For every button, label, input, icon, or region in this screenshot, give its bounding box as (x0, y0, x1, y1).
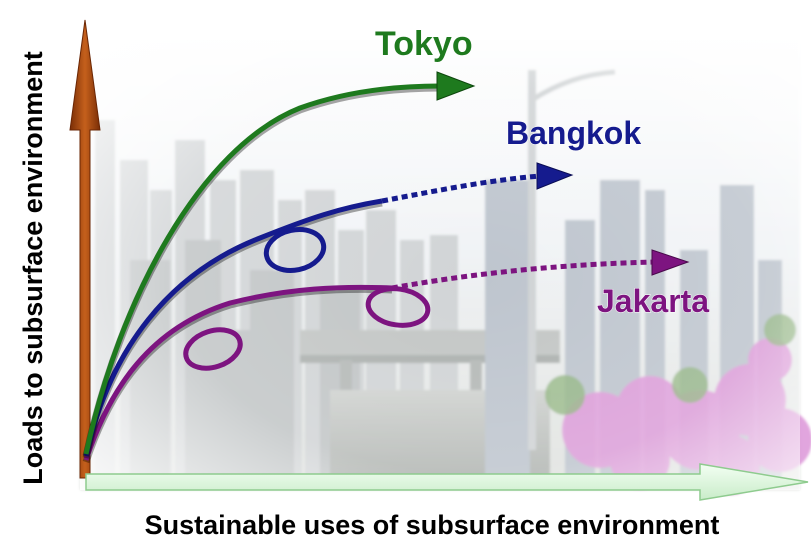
x-axis-label: Sustainable uses of subsurface environme… (145, 510, 720, 540)
tokyo-trajectory (82, 71, 476, 457)
bangkok-label: Bangkok (506, 115, 641, 151)
y-axis-label: Loads to subsurface environment (18, 51, 48, 485)
jakarta-trajectory (82, 249, 690, 464)
bangkok-curve-solid (83, 198, 383, 457)
y-axis-arrow (69, 19, 101, 479)
bangkok-curve-dashed (381, 173, 541, 204)
jakarta-label: Jakarta (597, 283, 709, 319)
jakarta-arrowhead (651, 249, 690, 276)
bangkok-loop (263, 227, 327, 273)
tokyo-arrowhead (436, 71, 476, 101)
tokyo-label: Tokyo (375, 25, 473, 63)
tokyo-curve-solid (83, 83, 441, 455)
x-axis-arrow (85, 463, 809, 501)
jakarta-curve-dashed (391, 259, 656, 291)
jakarta-loop-2 (365, 286, 431, 328)
bangkok-trajectory (82, 162, 574, 459)
jakarta-loop-1 (183, 327, 243, 371)
jakarta-curve-solid (83, 284, 393, 461)
bangkok-arrowhead (536, 162, 574, 190)
